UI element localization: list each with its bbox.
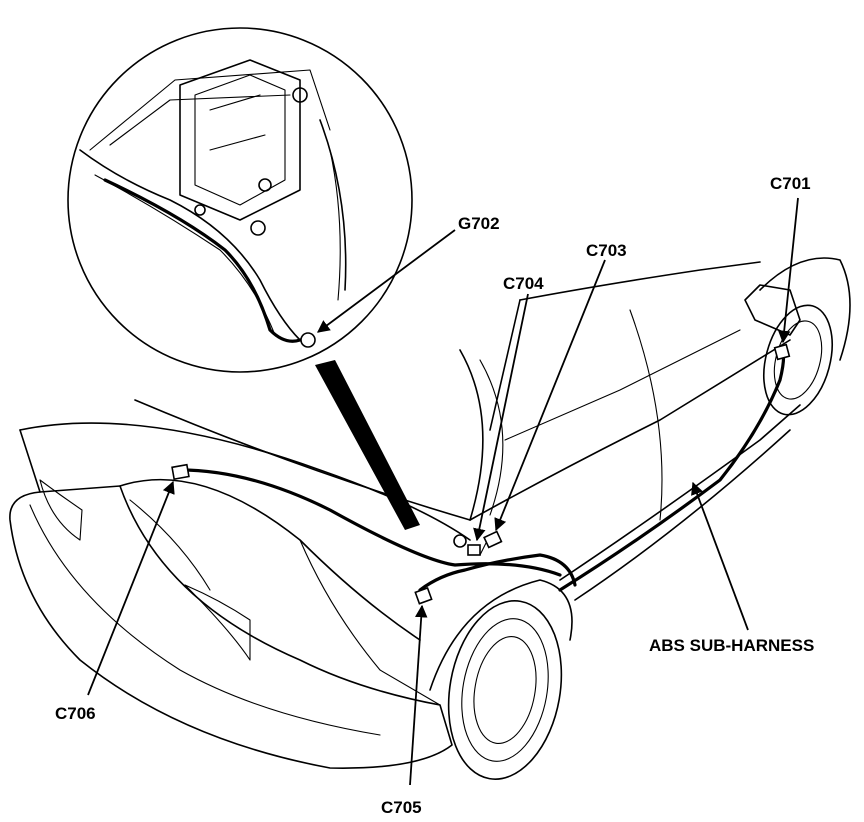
car-body [9,257,851,780]
label-abs-sub-harness: ABS SUB-HARNESS [649,636,814,655]
callout-labels: G702 C701 C703 C704 C705 C706 ABS SUB-HA… [55,174,814,817]
connector-c704 [467,544,481,556]
connectors [171,343,791,605]
connector-c705 [414,586,433,605]
leader-lines [87,197,799,786]
connector-c701 [773,343,791,361]
connector-c706 [171,463,190,481]
connector-g702-ground [453,534,467,548]
label-g702: G702 [458,214,500,233]
abs-sub-harness-wire [178,348,786,592]
label-c703: C703 [586,241,627,260]
label-c706: C706 [55,704,96,723]
label-c705: C705 [381,798,422,817]
label-c704: C704 [503,274,544,293]
connector-c703 [483,530,503,549]
detail-magnifier [67,27,420,530]
label-c701: C701 [770,174,811,193]
